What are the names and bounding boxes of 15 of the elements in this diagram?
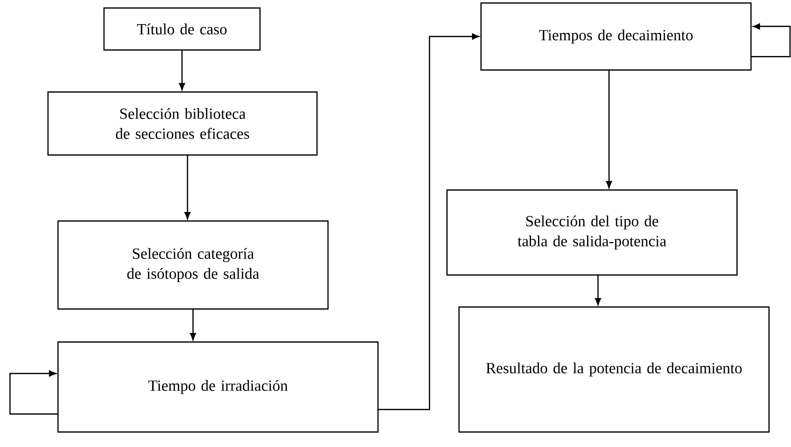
- arrow: [9, 370, 58, 415]
- arrow: [606, 70, 612, 188]
- process-box: Título de caso: [103, 7, 261, 51]
- process-box: Tiempos de decaimiento: [480, 2, 752, 71]
- arrow: [751, 23, 791, 58]
- process-box: Tiempo de irradiación: [57, 341, 379, 433]
- arrow: [178, 50, 186, 90]
- arrow: [184, 155, 191, 220]
- process-box: Resultado de la potencia de decaimiento: [458, 306, 770, 433]
- process-box: Selección biblioteca de secciones eficaces: [47, 91, 318, 156]
- arrow: [594, 275, 602, 306]
- arrow: [378, 33, 480, 410]
- process-box: Selección del tipo de tabla de salida-potencia: [446, 189, 738, 276]
- arrow: [190, 309, 196, 340]
- process-box: Selección categoría de isótopos de salida: [57, 220, 329, 310]
